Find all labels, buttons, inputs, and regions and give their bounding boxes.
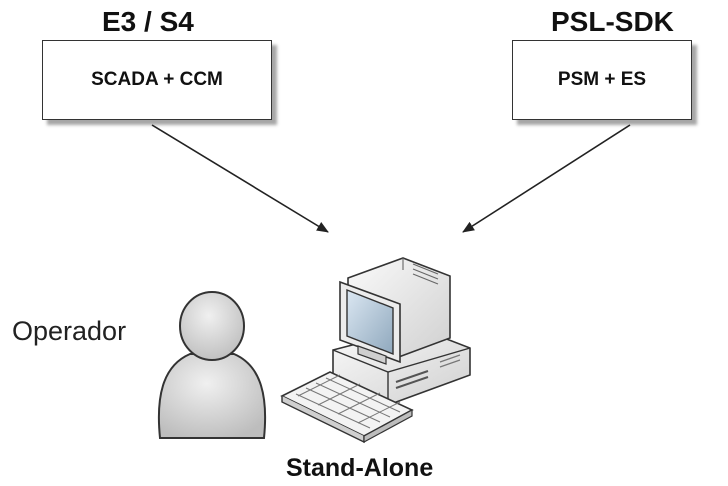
computer-icon — [332, 257, 471, 406]
left-group-title: E3 / S4 — [102, 6, 194, 37]
right-arrow — [462, 124, 631, 233]
right-system-box: PSM + ES — [512, 40, 692, 120]
operator-label: Operador — [12, 316, 127, 346]
right-system-box-label: PSM + ES — [557, 69, 647, 90]
right-group-title: PSL-SDK — [551, 6, 674, 37]
person-icon — [157, 291, 267, 439]
left-system-box-label: SCADA + CCM — [91, 69, 223, 90]
stand-alone-label: Stand-Alone — [286, 454, 434, 482]
keyboard-icon — [280, 371, 414, 444]
left-arrow — [151, 124, 329, 233]
left-system-box: SCADA + CCM — [42, 40, 272, 120]
